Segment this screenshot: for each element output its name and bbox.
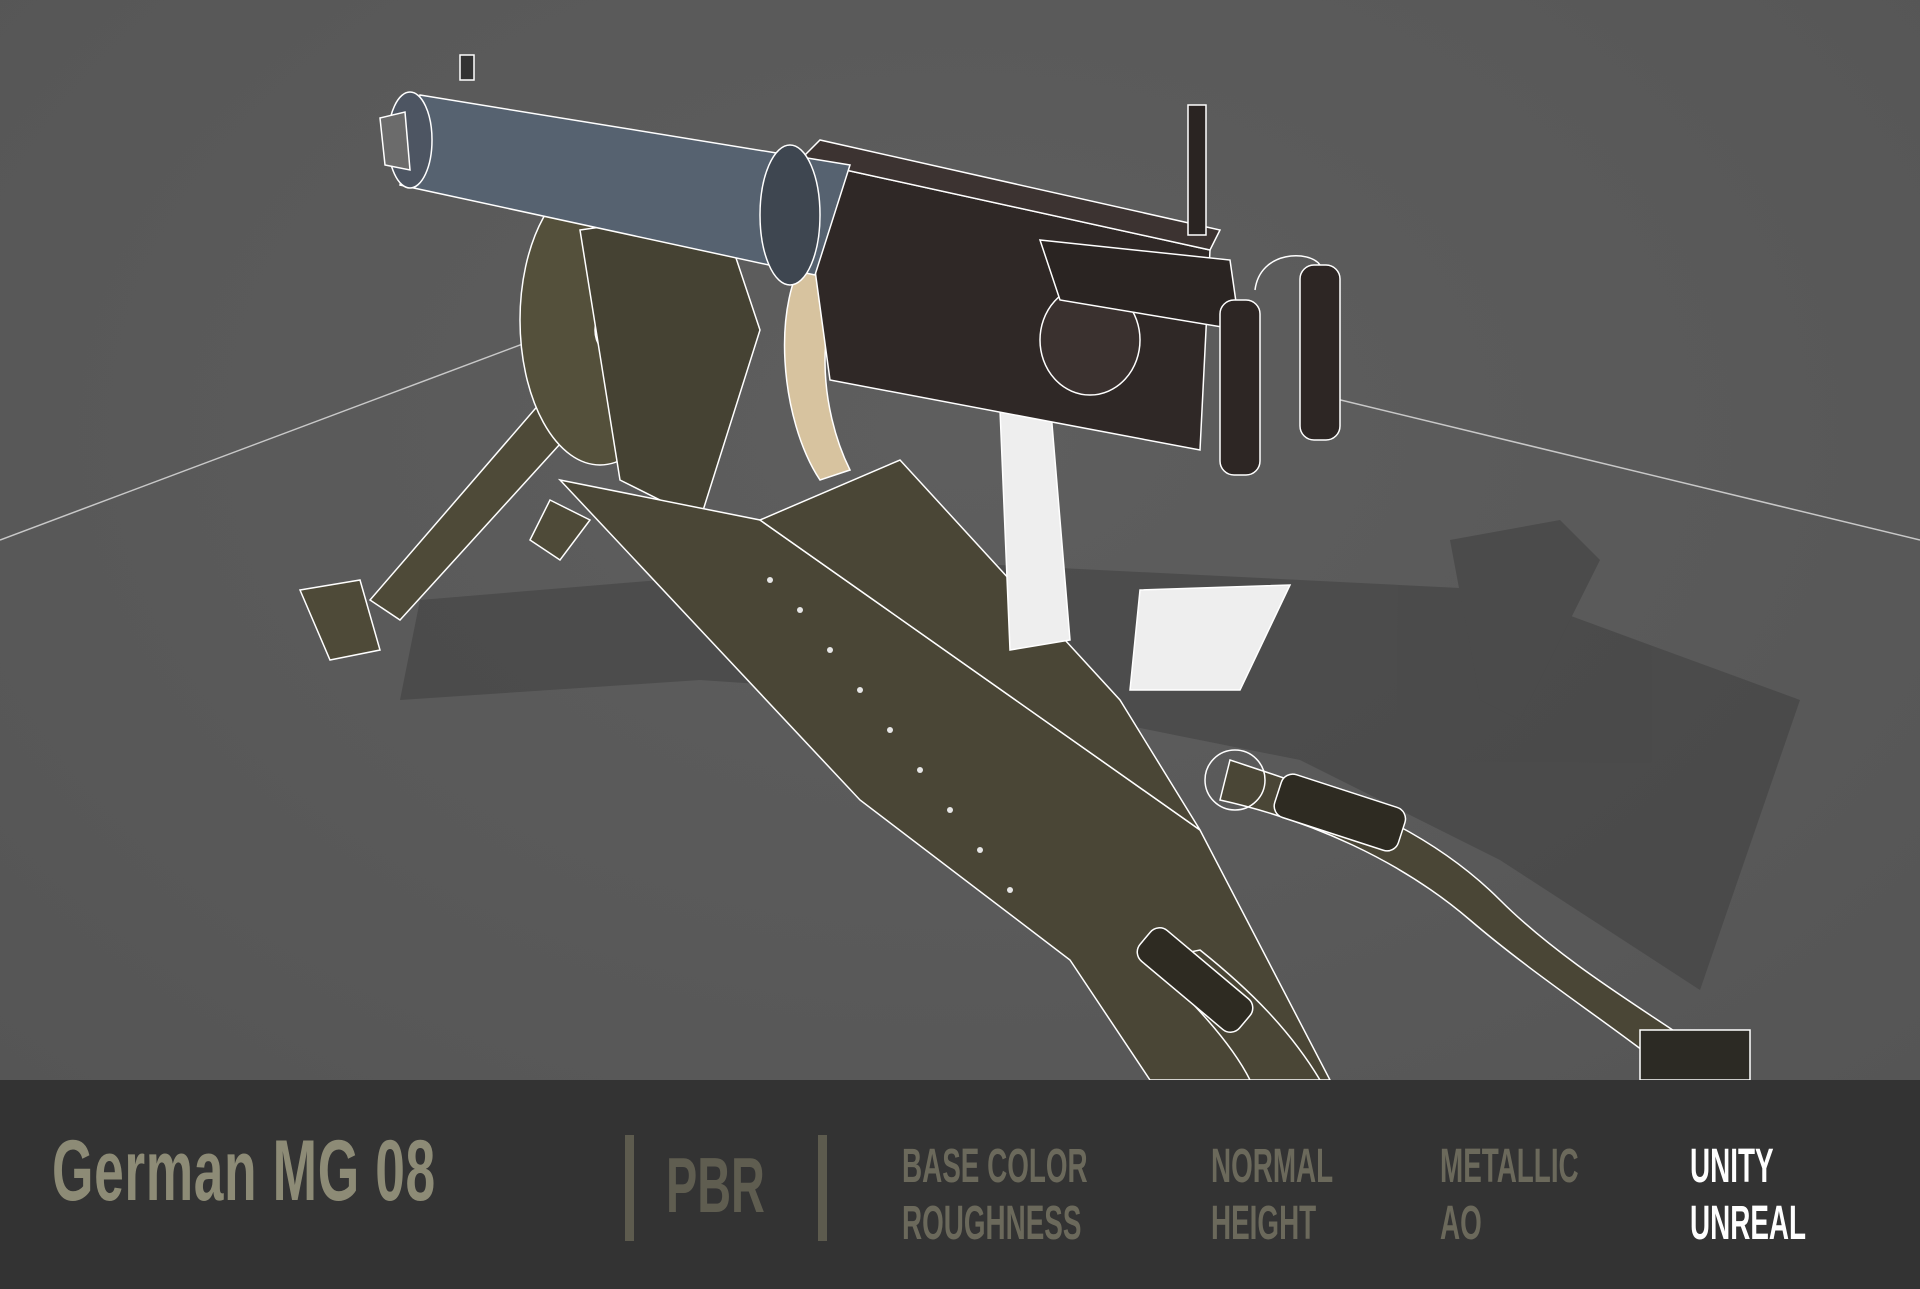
pbr-tag: PBR — [666, 1141, 765, 1229]
map-label-roughness: ROUGHNESS — [902, 1197, 1082, 1250]
product-title: German MG 08 — [52, 1123, 436, 1219]
mg08-model-render — [0, 54, 1920, 1080]
engine-support-group: UNITY UNREAL — [1690, 1138, 1806, 1252]
info-banner — [0, 1080, 1920, 1289]
engine-label-unity: UNITY — [1690, 1140, 1774, 1193]
map-label-ao: AO — [1440, 1197, 1482, 1250]
separator-right — [818, 1135, 827, 1241]
separator-left — [625, 1135, 634, 1241]
map-label-base-color: BASE COLOR — [902, 1140, 1088, 1193]
render-viewport — [0, 0, 1920, 1080]
texture-maps-group-3: METALLIC AO — [1440, 1138, 1579, 1252]
texture-maps-group-2: NORMAL HEIGHT — [1211, 1138, 1333, 1252]
texture-maps-group-1: BASE COLOR ROUGHNESS — [902, 1138, 1088, 1252]
map-label-normal: NORMAL — [1211, 1140, 1334, 1193]
map-label-height: HEIGHT — [1211, 1197, 1317, 1250]
engine-label-unreal: UNREAL — [1690, 1197, 1806, 1250]
map-label-metallic: METALLIC — [1440, 1140, 1579, 1193]
